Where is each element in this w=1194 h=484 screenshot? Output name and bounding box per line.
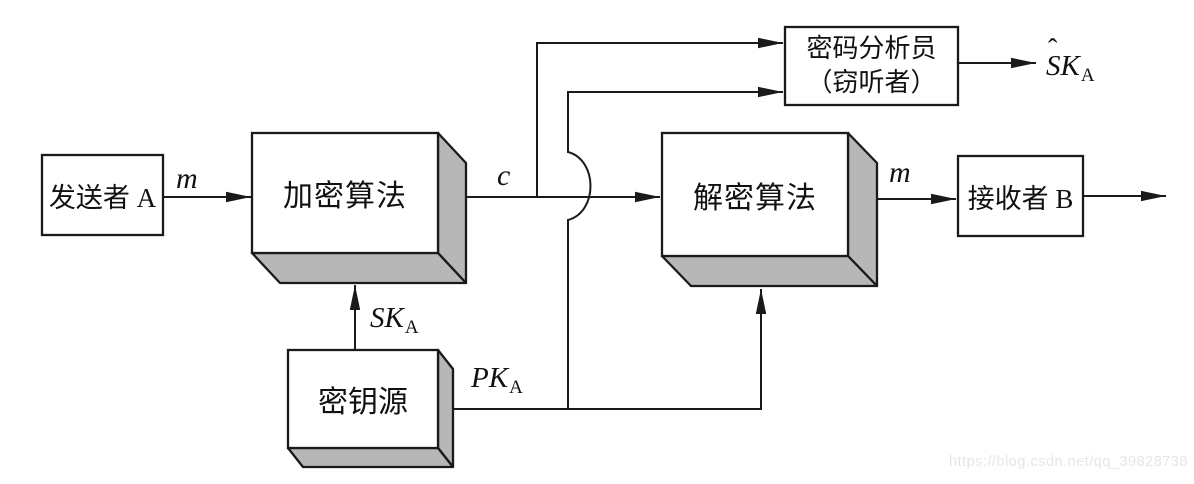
receiver-box [956,154,1085,238]
cryptanalyst-box [783,25,960,107]
decrypt-box [660,131,879,288]
decrypt-box-front-face [660,131,850,258]
sender-box [40,153,165,237]
edge-publickey-to-cryptanalyst [567,86,783,409]
flow-edges [163,37,1166,410]
decrypt-box-bottom-face [660,254,879,288]
keysource-box [286,348,455,469]
encrypt-box-bottom-face [250,251,468,285]
keysource-box-bottom-face [286,446,455,469]
encrypt-box [250,131,468,285]
keysource-box-front-face [286,348,440,450]
edge-publickey-to-decrypt [453,289,767,410]
edge-ciphertext-to-cryptanalyst [536,37,783,197]
encrypt-box-front-face [250,131,440,255]
